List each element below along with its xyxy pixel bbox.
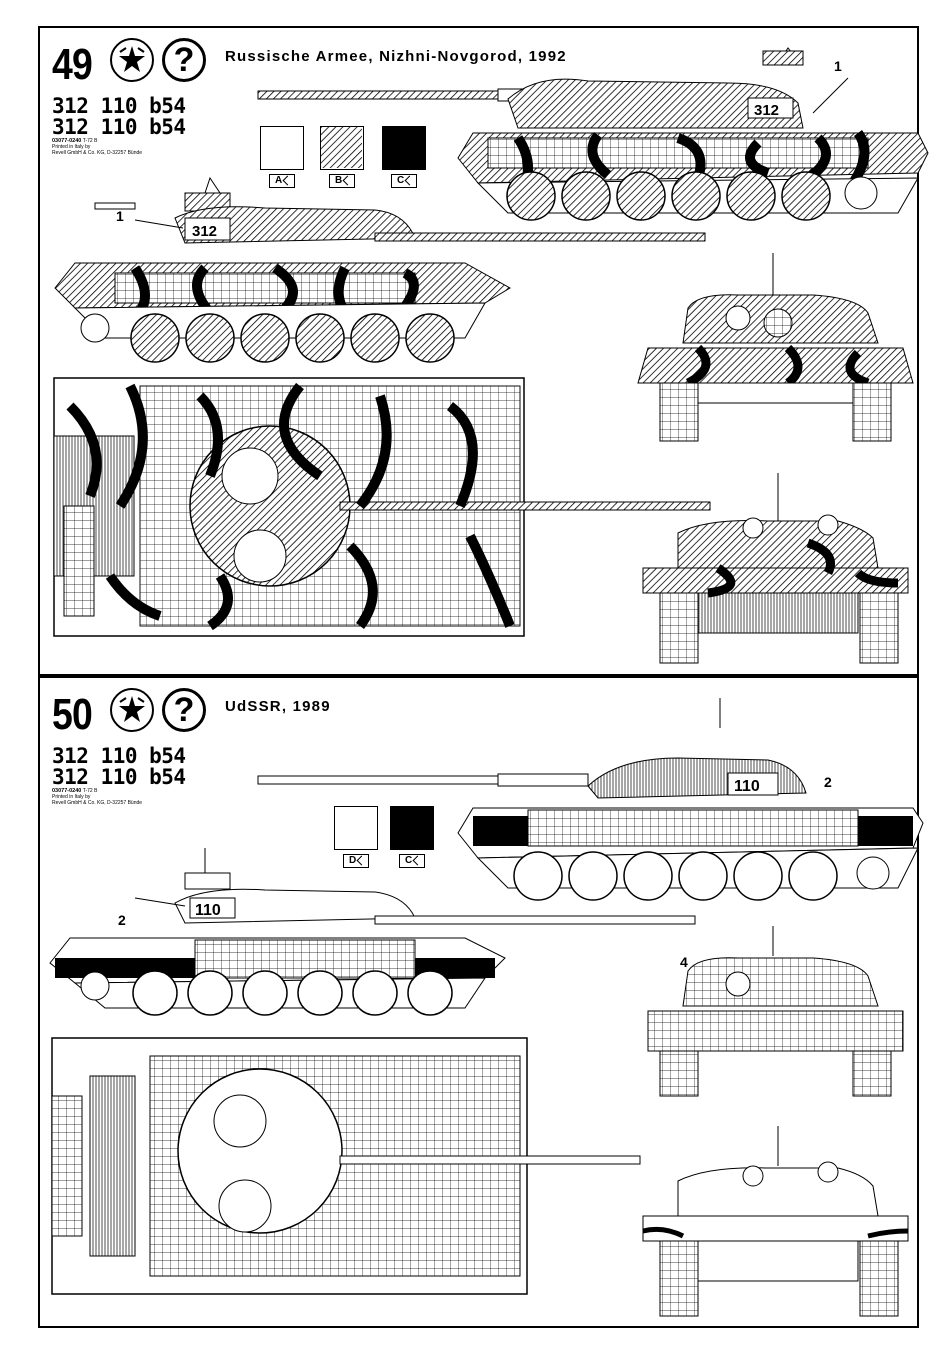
scheme-number: 49: [52, 40, 92, 90]
tank-rear-view: [638, 473, 913, 668]
publisher-note: Revell GmbH & Co. KG, D-32257 Bünde: [52, 150, 188, 156]
tank-top-view: [50, 376, 730, 638]
turret-number: 110: [734, 778, 760, 795]
turret-number: 110: [195, 902, 221, 919]
turret-number: 312: [192, 223, 217, 240]
tank-side-view-left: 110: [45, 848, 725, 1018]
tank-rear-view: [638, 1126, 913, 1321]
decal-row: 312 110 b54: [52, 767, 188, 788]
soviet-star-emblem-icon: [110, 38, 154, 82]
scheme-number: 50: [52, 690, 92, 740]
tank-side-view-left: 312: [45, 178, 725, 363]
decal-row: 312 110 b54: [52, 746, 188, 767]
tank-front-view: [638, 253, 913, 443]
scheme-panel-49: 49 ? Russische Armee, Nizhni-Novgorod, 1…: [38, 26, 919, 676]
turret-number: 312: [754, 102, 779, 119]
tank-front-view: [638, 926, 913, 1096]
tank-top-view: [50, 1036, 700, 1296]
decal-row: 312 110 b54: [52, 117, 188, 138]
help-icon: ?: [162, 38, 206, 82]
soviet-star-emblem-icon: [110, 688, 154, 732]
scheme-panel-50: 50 ? UdSSR, 1989 312 110 b54 312 110 b54…: [38, 676, 919, 1328]
decal-sheet: 312 110 b54 312 110 b54 03077-0240 T-72 …: [52, 746, 188, 806]
publisher-note: Revell GmbH & Co. KG, D-32257 Bünde: [52, 800, 188, 806]
decal-row: 312 110 b54: [52, 96, 188, 117]
decal-sheet: 312 110 b54 312 110 b54 03077-0240 T-72 …: [52, 96, 188, 156]
help-icon: ?: [162, 688, 206, 732]
